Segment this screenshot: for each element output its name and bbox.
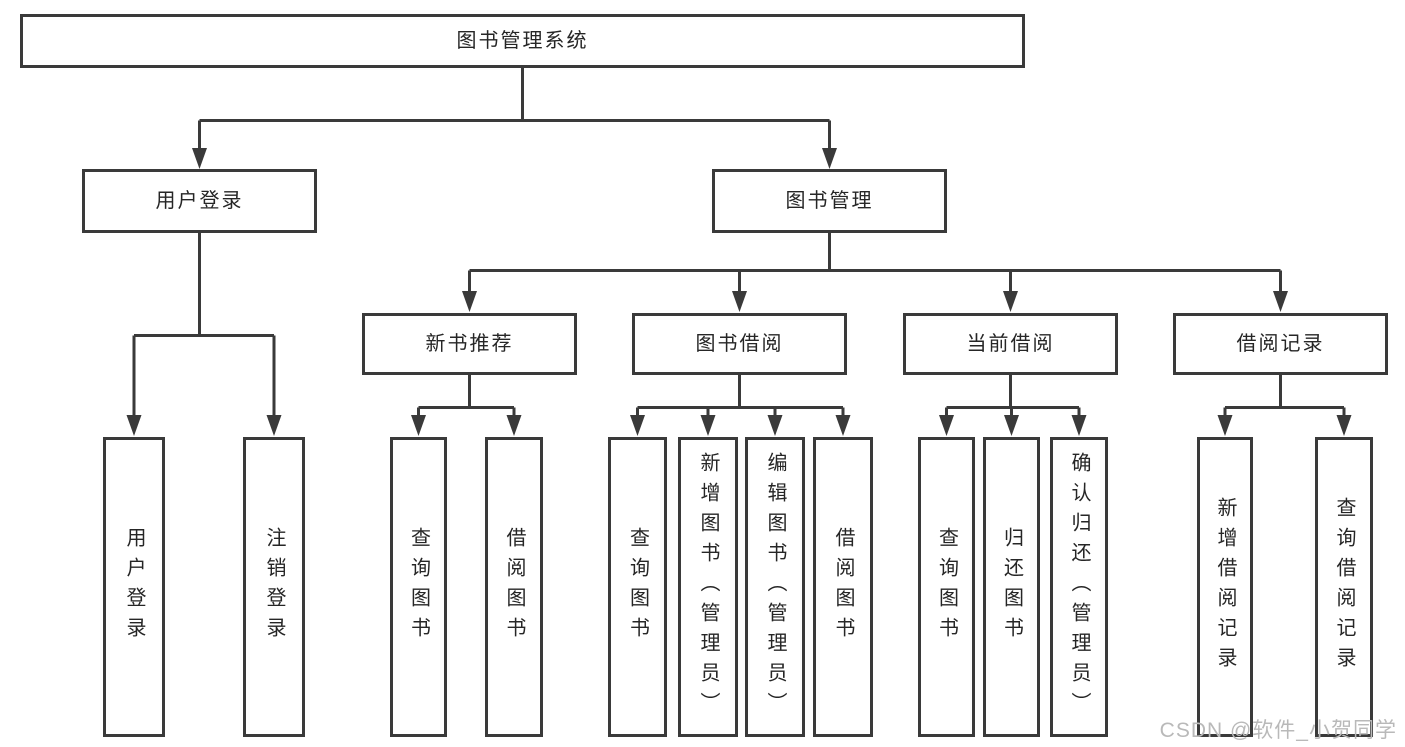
arrowhead-icon: [462, 291, 477, 312]
node-label-new-book-recommendation: 新书推荐: [425, 333, 514, 355]
node-confirm-return-admin: 确认归还（管理员）: [1050, 437, 1108, 737]
arrowhead-icon: [1273, 291, 1288, 312]
arrowhead-icon: [192, 148, 207, 169]
node-borrow-books-recommend: 借阅图书: [485, 437, 543, 737]
arrowhead-icon: [822, 148, 837, 169]
connector-rail: [946, 375, 1079, 409]
arrowhead-icon: [506, 415, 522, 436]
connector-rail: [199, 67, 830, 122]
arrowhead-icon: [266, 415, 282, 436]
arrowhead-icon: [411, 415, 426, 436]
node-label-add-borrowing-record: 新增借阅记录: [1214, 497, 1236, 677]
node-label-query-books-borrowing: 查询图书: [626, 527, 649, 647]
node-new-book-recommendation: 新书推荐: [362, 313, 577, 375]
node-label-book-management-module: 图书管理: [785, 190, 874, 212]
node-query-books-borrowing: 查询图书: [608, 437, 667, 737]
node-book-management-module: 图书管理: [712, 169, 947, 233]
node-query-books-recommend: 查询图书: [390, 437, 447, 737]
arrowhead-icon: [1003, 291, 1018, 312]
node-label-borrow-books-borrowing: 借阅图书: [832, 527, 854, 647]
node-label-confirm-return-admin: 确认归还（管理员）: [1068, 452, 1090, 722]
node-logout-action: 注销登录: [243, 437, 305, 737]
node-library-management-system: 图书管理系统: [20, 14, 1025, 68]
node-add-borrowing-record: 新增借阅记录: [1197, 437, 1253, 737]
node-query-borrowing-record: 查询借阅记录: [1315, 437, 1373, 737]
node-label-user-login-module: 用户登录: [155, 190, 244, 212]
node-current-borrowing: 当前借阅: [903, 313, 1118, 375]
node-label-logout-action: 注销登录: [263, 527, 285, 647]
node-borrow-books-borrowing: 借阅图书: [813, 437, 873, 737]
node-add-books-admin: 新增图书（管理员）: [678, 437, 738, 737]
node-label-query-books-current: 查询图书: [935, 527, 958, 647]
node-label-query-borrowing-record: 查询借阅记录: [1333, 497, 1355, 677]
node-label-add-books-admin: 新增图书（管理员）: [697, 452, 719, 722]
arrowhead-icon: [630, 415, 645, 436]
arrowhead-icon: [1004, 415, 1019, 436]
arrowhead-icon: [732, 291, 747, 312]
arrowhead-icon: [126, 415, 142, 436]
node-label-return-books: 归还图书: [1000, 527, 1023, 647]
arrowhead-icon: [1071, 415, 1087, 436]
node-return-books: 归还图书: [983, 437, 1040, 737]
node-user-login-action: 用户登录: [103, 437, 165, 737]
node-borrowing-records: 借阅记录: [1173, 313, 1388, 375]
connector-rail: [637, 375, 843, 409]
node-query-books-current: 查询图书: [918, 437, 975, 737]
node-edit-books-admin: 编辑图书（管理员）: [745, 437, 805, 737]
node-label-user-login-action: 用户登录: [123, 527, 145, 647]
connector-rail: [469, 233, 1281, 272]
arrowhead-icon: [1336, 415, 1352, 436]
node-label-query-books-recommend: 查询图书: [407, 527, 430, 647]
connector-rail: [134, 233, 274, 337]
arrowhead-icon: [700, 415, 716, 436]
node-user-login-module: 用户登录: [82, 169, 317, 233]
arrowhead-icon: [767, 415, 783, 436]
node-label-borrowing-records: 借阅记录: [1236, 333, 1325, 355]
arrowhead-icon: [1217, 415, 1233, 436]
node-label-borrow-books-recommend: 借阅图书: [503, 527, 525, 647]
node-label-library-management-system: 图书管理系统: [456, 30, 589, 52]
arrowhead-icon: [939, 415, 954, 436]
connector-rail: [1225, 375, 1344, 409]
node-label-edit-books-admin: 编辑图书（管理员）: [764, 452, 786, 722]
node-label-current-borrowing: 当前借阅: [966, 333, 1055, 355]
connector-rail: [418, 375, 514, 409]
arrowhead-icon: [835, 415, 851, 436]
node-book-borrowing: 图书借阅: [632, 313, 847, 375]
node-label-book-borrowing: 图书借阅: [695, 333, 784, 355]
